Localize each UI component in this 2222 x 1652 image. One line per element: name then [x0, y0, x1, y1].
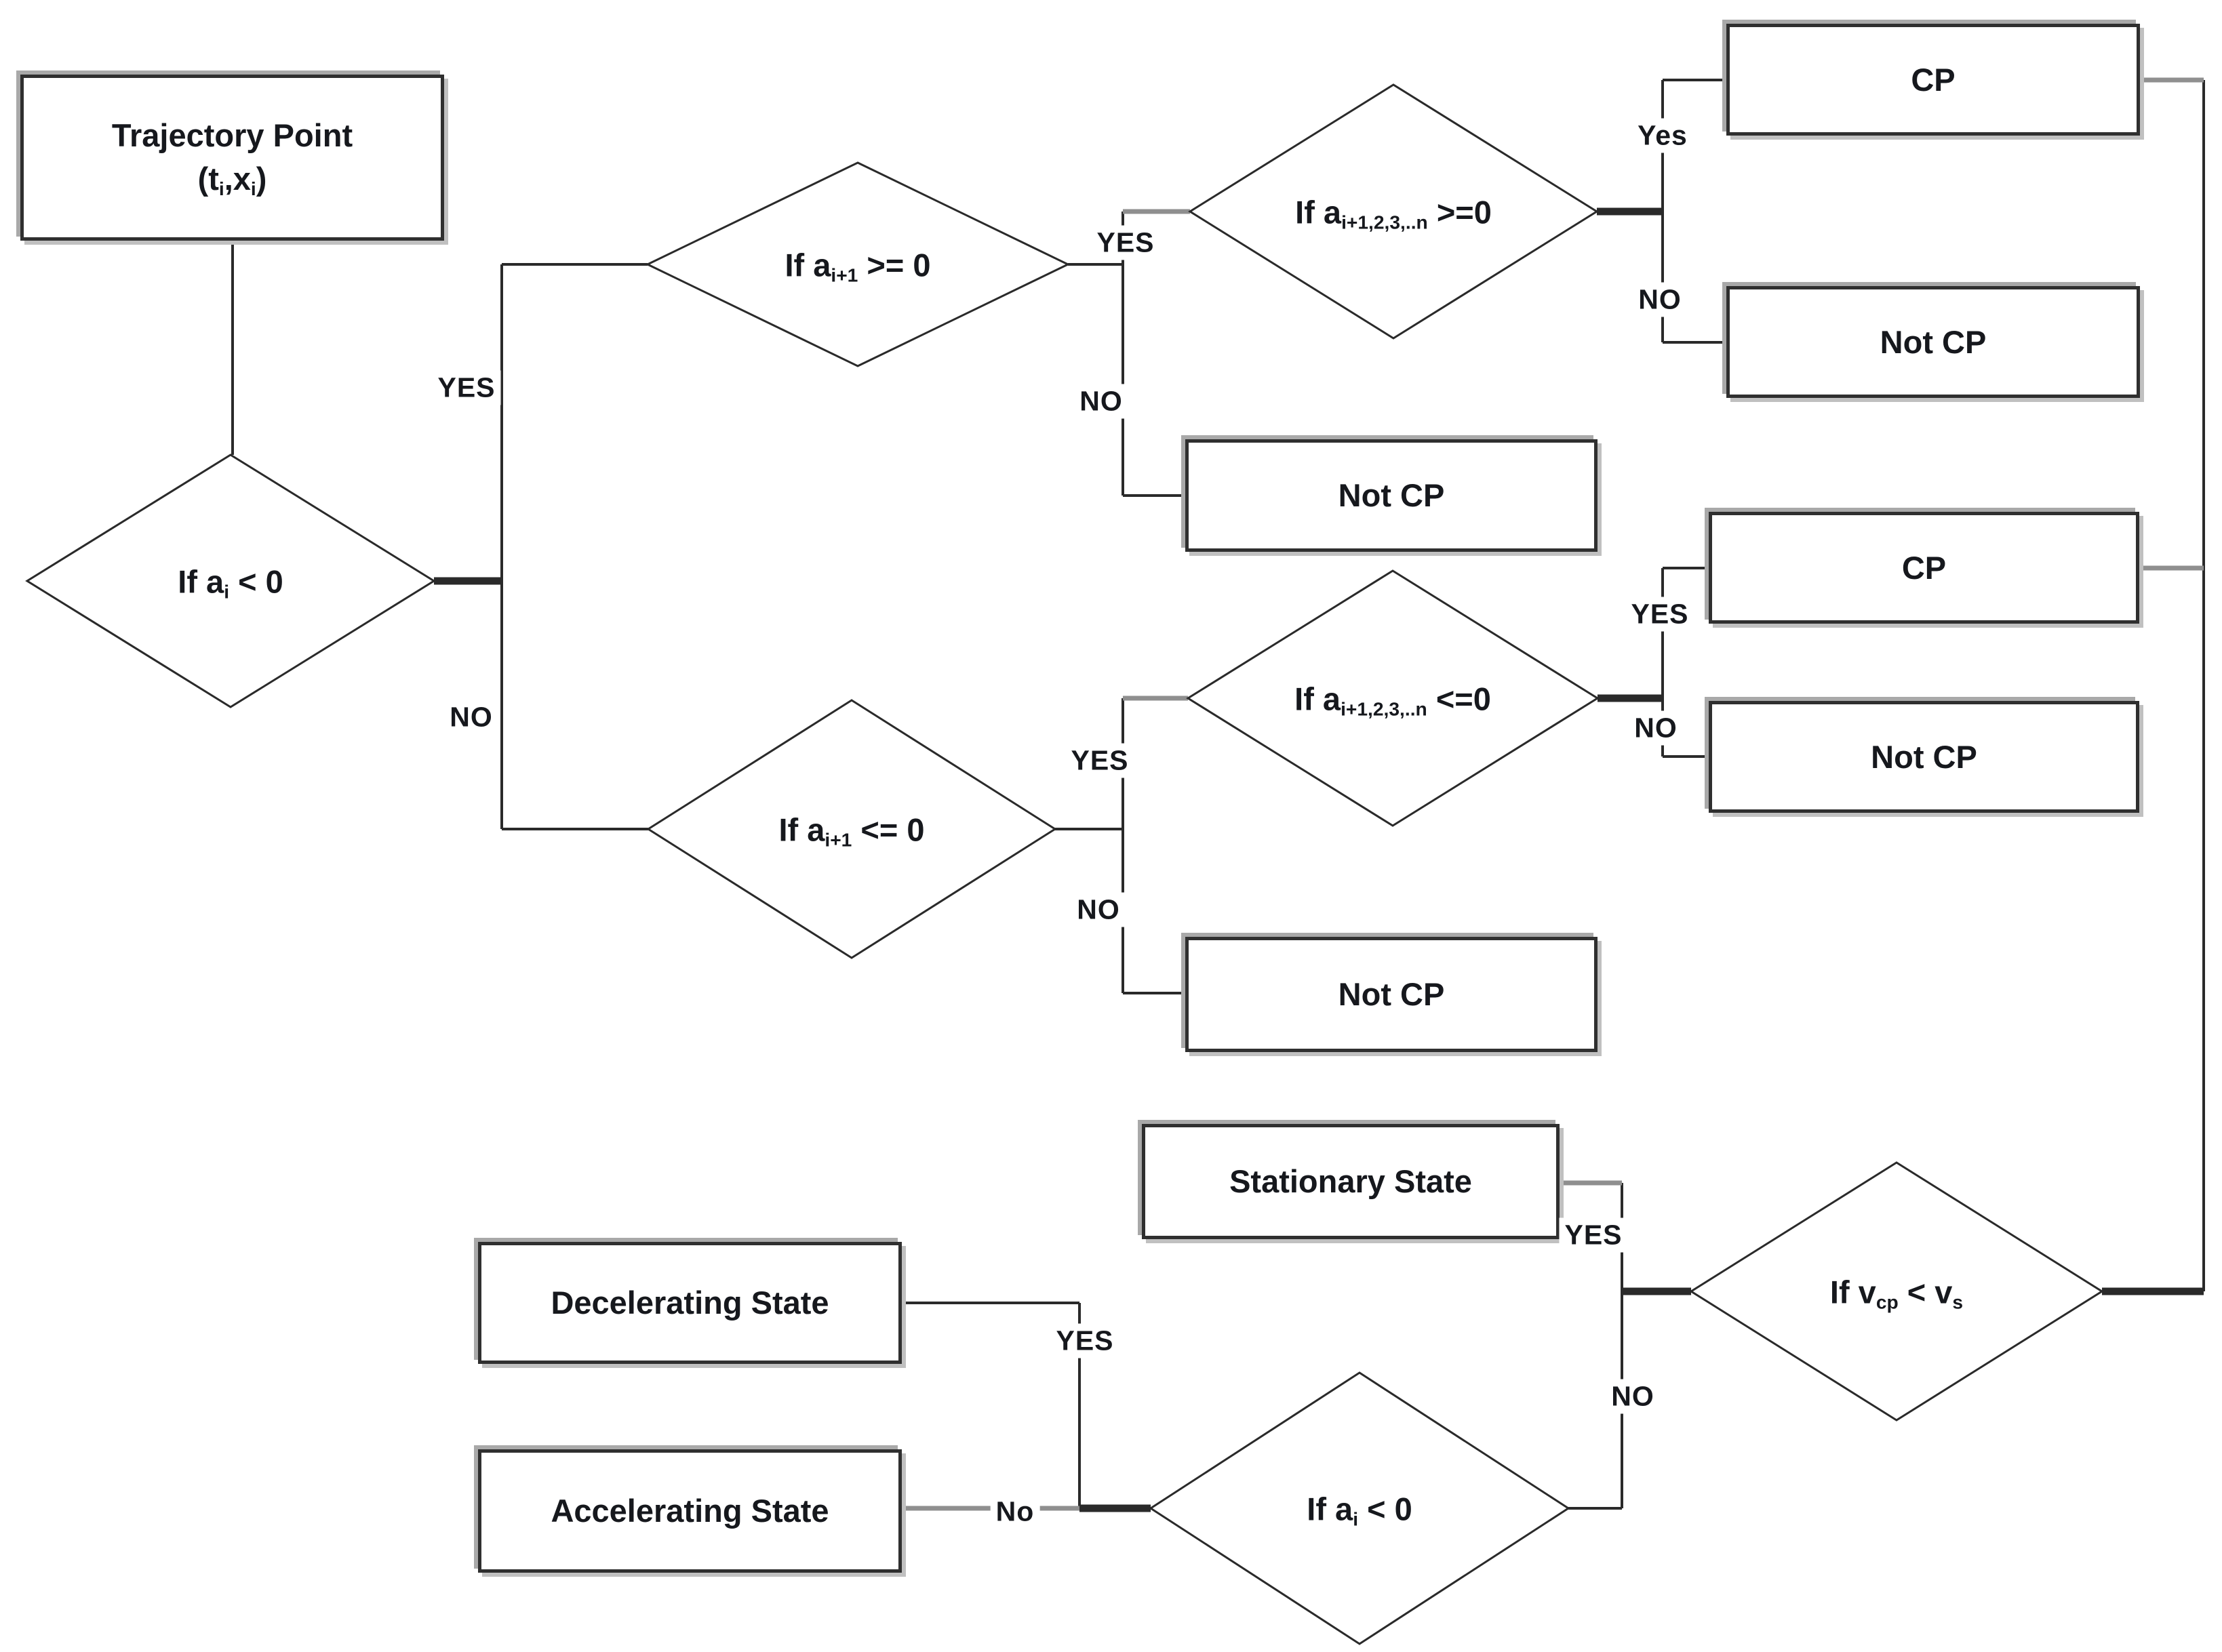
branch-label-d3-yes: Yes [1632, 118, 1693, 153]
result-not-cp-3: Not CP [1709, 701, 2139, 813]
result-not-cp-1: Not CP [1185, 439, 1598, 552]
branch-label-d7-yes: YES [1050, 1323, 1119, 1358]
state-stationary-label: Stationary State [1229, 1163, 1472, 1200]
branch-label-d1-no: NO [444, 700, 498, 735]
result-cp-1: CP [1726, 24, 2140, 136]
result-not-cp-1-label: Not CP [1338, 477, 1445, 514]
result-not-cp-2-label: Not CP [1880, 323, 1987, 360]
decision-d2-if-ai1-ge-0 [645, 161, 1071, 367]
process-trajectory-point: Trajectory Point (ti,xi) [20, 75, 444, 241]
decision-d7-if-ai-lt-0 [1149, 1371, 1570, 1645]
decision-d3-label: If ai+1,2,3,..n >=0 [1295, 194, 1492, 233]
decision-d6-label: If vcp < vs [1829, 1274, 1964, 1313]
branch-label-d5-yes: YES [1625, 597, 1694, 632]
decision-d2-label: If ai+1 >= 0 [785, 247, 931, 286]
state-decelerating-label: Decelerating State [551, 1285, 829, 1321]
state-accelerating-label: Accelerating State [551, 1493, 829, 1529]
result-not-cp-3-label: Not CP [1871, 738, 1977, 775]
decision-d5-if-chain-le-0 [1186, 569, 1600, 827]
trajectory-point-label: Trajectory Point (ti,xi) [112, 114, 353, 201]
trajectory-point-line2: (ti,xi) [197, 160, 267, 199]
branch-label-d6-yes: YES [1559, 1217, 1628, 1253]
branch-label-d2-yes: YES [1091, 225, 1160, 260]
decision-d6-if-vcp-lt-vs [1689, 1161, 2104, 1422]
decision-d5-label: If ai+1,2,3,..n <=0 [1294, 681, 1491, 720]
decision-d4-if-ai1-le-0 [646, 699, 1057, 959]
result-cp-1-label: CP [1911, 61, 1956, 98]
branch-label-d6-no: NO [1606, 1379, 1660, 1414]
decision-d4-label: If ai+1 <= 0 [778, 811, 925, 851]
branch-label-d7-no: No [990, 1494, 1040, 1529]
branch-label-d5-no: NO [1629, 710, 1683, 746]
decision-d3-if-chain-ge-0 [1188, 83, 1599, 340]
state-accelerating: Accelerating State [478, 1449, 902, 1573]
result-cp-2: CP [1709, 512, 2139, 624]
branch-label-d2-no: NO [1074, 384, 1128, 419]
decision-d1-label: If ai < 0 [178, 563, 283, 603]
branch-label-d4-no: NO [1071, 892, 1126, 927]
result-cp-2-label: CP [1901, 549, 1947, 586]
trajectory-point-line1: Trajectory Point [111, 117, 353, 154]
decision-d7-label: If ai < 0 [1307, 1491, 1412, 1530]
result-not-cp-4: Not CP [1185, 937, 1598, 1052]
branch-label-d1-yes: YES [432, 370, 501, 405]
state-decelerating: Decelerating State [478, 1242, 902, 1364]
result-not-cp-2: Not CP [1726, 286, 2140, 398]
branch-label-d3-no: NO [1633, 282, 1687, 317]
branch-label-d4-yes: YES [1065, 743, 1134, 778]
decision-d1-if-ai-lt-0 [25, 454, 436, 708]
result-not-cp-4-label: Not CP [1338, 976, 1445, 1013]
state-stationary: Stationary State [1142, 1124, 1560, 1239]
